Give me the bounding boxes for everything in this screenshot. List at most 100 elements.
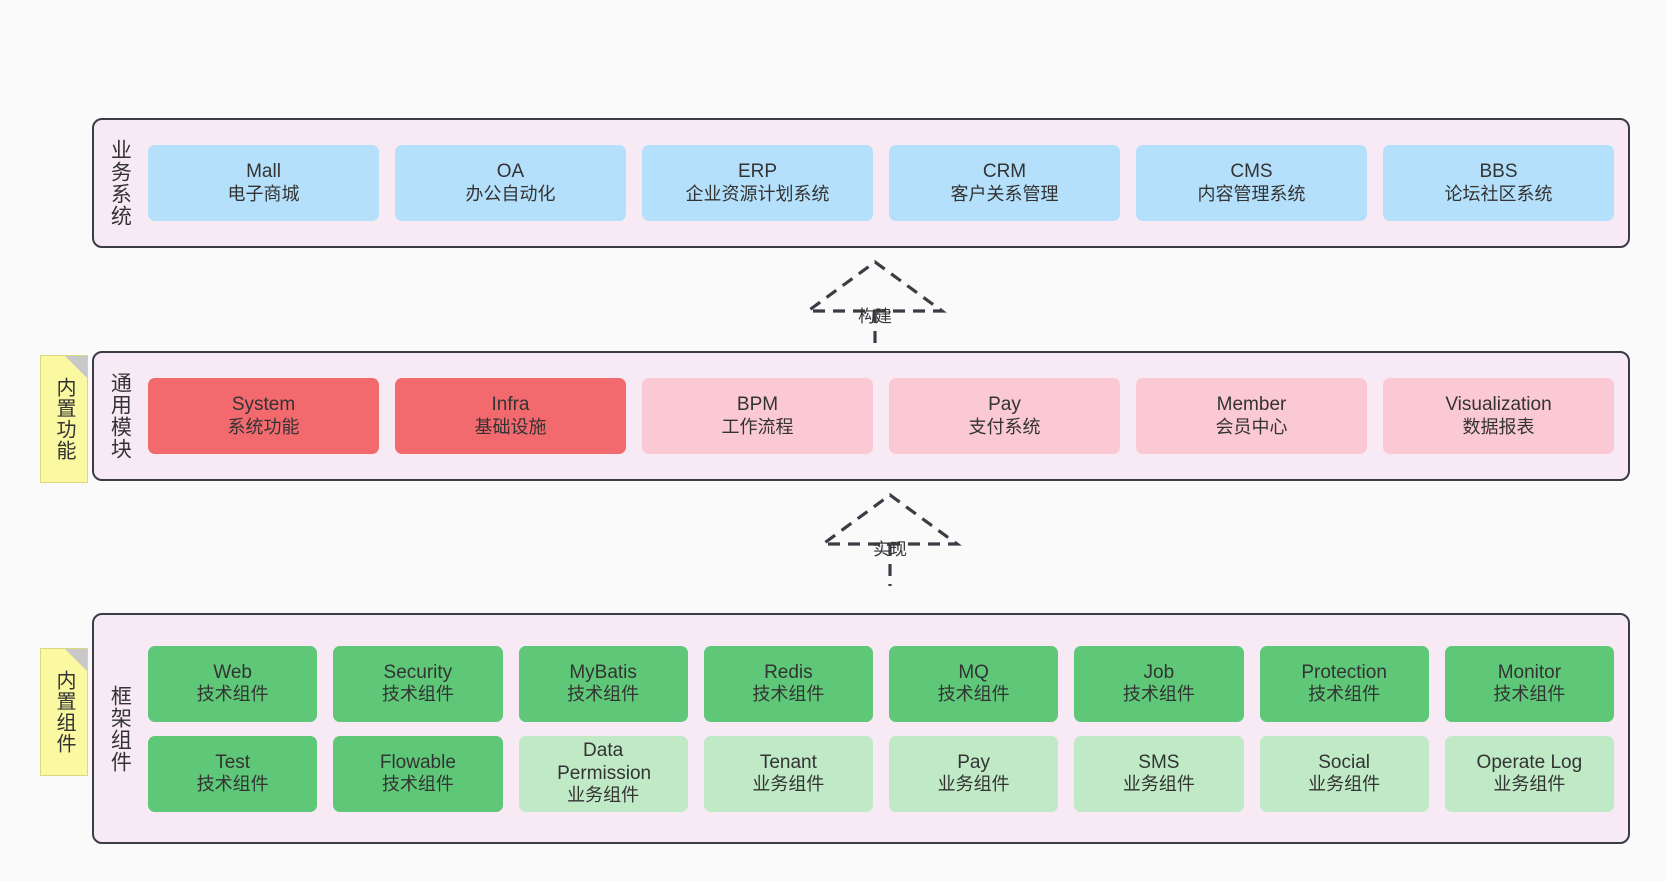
- card-subtitle: 会员中心: [1215, 416, 1288, 437]
- card-title: ERP: [737, 161, 778, 183]
- card-title: CRM: [982, 161, 1027, 183]
- card-bbs[interactable]: BBS 论坛社区系统: [1383, 145, 1614, 221]
- note-label: 内置功能: [53, 377, 75, 461]
- card-redis[interactable]: Redis 技术组件: [703, 645, 873, 722]
- card-row-business: Test 技术组件 Flowable 技术组件 Data Permission …: [148, 735, 1614, 812]
- card-subtitle: 系统功能: [227, 416, 300, 437]
- card-title: BPM: [736, 394, 779, 416]
- card-mybatis[interactable]: MyBatis 技术组件: [518, 645, 688, 722]
- layer-title-common-modules: 通用模块: [108, 372, 132, 460]
- layer-title-business-systems: 业务系统: [108, 139, 132, 227]
- card-title: Protection: [1301, 661, 1387, 683]
- card-subtitle: 业务组件: [752, 774, 825, 795]
- card-subtitle: 技术组件: [1122, 684, 1195, 705]
- card-title: Web: [213, 661, 252, 683]
- note-builtin-features: 内置功能: [40, 355, 88, 483]
- card-system[interactable]: System 系统功能: [148, 378, 379, 454]
- card-subtitle: 客户关系管理: [950, 183, 1059, 204]
- card-title: BBS: [1479, 161, 1518, 183]
- card-subtitle: 技术组件: [381, 684, 454, 705]
- layer-common-modules: 通用模块 System 系统功能 Infra 基础设施 BPM 工作流程 Pay…: [92, 351, 1630, 481]
- card-title: Mall: [246, 161, 281, 183]
- card-subtitle: 企业资源计划系统: [685, 183, 830, 204]
- card-title: Pay: [988, 394, 1021, 416]
- card-title: SMS: [1138, 751, 1180, 773]
- card-pay[interactable]: Pay 支付系统: [889, 378, 1120, 454]
- note-fold-corner-icon: [65, 649, 87, 671]
- connector-label: 构建: [858, 307, 892, 326]
- card-flowable[interactable]: Flowable 技术组件: [333, 735, 503, 812]
- card-pay-component[interactable]: Pay 业务组件: [889, 735, 1059, 812]
- card-title: Infra: [491, 394, 530, 416]
- card-title: Social: [1318, 751, 1370, 773]
- card-bpm[interactable]: BPM 工作流程: [642, 378, 873, 454]
- card-title: Operate Log: [1476, 751, 1583, 773]
- card-monitor[interactable]: Monitor 技术组件: [1444, 645, 1614, 722]
- layer-framework-components: 框架组件 Web 技术组件 Security 技术组件 MyBatis 技术组件…: [92, 613, 1630, 844]
- card-subtitle: 工作流程: [721, 416, 794, 437]
- card-row: System 系统功能 Infra 基础设施 BPM 工作流程 Pay 支付系统…: [148, 378, 1614, 454]
- card-social[interactable]: Social 业务组件: [1259, 735, 1429, 812]
- card-subtitle: 技术组件: [196, 774, 269, 795]
- card-cms[interactable]: CMS 内容管理系统: [1136, 145, 1367, 221]
- card-protection[interactable]: Protection 技术组件: [1259, 645, 1429, 722]
- note-builtin-components: 内置组件: [40, 648, 88, 776]
- card-title: Test: [215, 751, 251, 773]
- card-visualization[interactable]: Visualization 数据报表: [1383, 378, 1614, 454]
- card-subtitle: 基础设施: [474, 416, 547, 437]
- card-mall[interactable]: Mall 电子商城: [148, 145, 379, 221]
- card-subtitle: 技术组件: [196, 684, 269, 705]
- card-security[interactable]: Security 技术组件: [333, 645, 503, 722]
- card-subtitle: 数据报表: [1462, 416, 1535, 437]
- card-infra[interactable]: Infra 基础设施: [395, 378, 626, 454]
- card-job[interactable]: Job 技术组件: [1074, 645, 1244, 722]
- card-title: System: [231, 394, 296, 416]
- layer-body-common-modules: System 系统功能 Infra 基础设施 BPM 工作流程 Pay 支付系统…: [144, 353, 1628, 479]
- card-subtitle: 技术组件: [1493, 684, 1566, 705]
- card-title: Security: [383, 661, 453, 683]
- connector-label: 实现: [873, 540, 907, 559]
- card-title: Job: [1143, 661, 1175, 683]
- card-row: Mall 电子商城 OA 办公自动化 ERP 企业资源计划系统 CRM 客户关系…: [148, 145, 1614, 221]
- connector-build: 构建: [800, 258, 950, 353]
- card-subtitle: 技术组件: [1308, 684, 1381, 705]
- card-title: Redis: [764, 661, 813, 683]
- card-title: Visualization: [1445, 394, 1552, 416]
- card-crm[interactable]: CRM 客户关系管理: [889, 145, 1120, 221]
- card-title: Pay: [957, 751, 990, 773]
- card-oa[interactable]: OA 办公自动化: [395, 145, 626, 221]
- card-mq[interactable]: MQ 技术组件: [889, 645, 1059, 722]
- card-subtitle: 业务组件: [937, 774, 1010, 795]
- card-tenant[interactable]: Tenant 业务组件: [703, 735, 873, 812]
- card-operate-log[interactable]: Operate Log 业务组件: [1444, 735, 1614, 812]
- card-member[interactable]: Member 会员中心: [1136, 378, 1367, 454]
- card-test[interactable]: Test 技术组件: [148, 735, 318, 812]
- card-subtitle: 技术组件: [567, 684, 640, 705]
- card-subtitle: 技术组件: [752, 684, 825, 705]
- card-subtitle: 技术组件: [937, 684, 1010, 705]
- card-title: Member: [1216, 394, 1287, 416]
- card-title: Monitor: [1497, 661, 1562, 683]
- card-subtitle: 电子商城: [227, 183, 300, 204]
- card-subtitle: 业务组件: [1308, 774, 1381, 795]
- card-subtitle: 业务组件: [1493, 774, 1566, 795]
- layer-body-framework-components: Web 技术组件 Security 技术组件 MyBatis 技术组件 Redi…: [144, 615, 1628, 842]
- card-title: Flowable: [379, 751, 456, 773]
- card-title: CMS: [1230, 161, 1273, 183]
- card-web[interactable]: Web 技术组件: [148, 645, 318, 722]
- card-subtitle: 内容管理系统: [1197, 183, 1306, 204]
- card-subtitle: 技术组件: [381, 774, 454, 795]
- card-title: OA: [496, 161, 525, 183]
- layer-body-business-systems: Mall 电子商城 OA 办公自动化 ERP 企业资源计划系统 CRM 客户关系…: [144, 120, 1628, 246]
- card-erp[interactable]: ERP 企业资源计划系统: [642, 145, 873, 221]
- card-subtitle: 办公自动化: [465, 183, 556, 204]
- card-title: MyBatis: [569, 661, 637, 683]
- card-sms[interactable]: SMS 业务组件: [1074, 735, 1244, 812]
- card-subtitle: 业务组件: [1122, 774, 1195, 795]
- connector-implement: 实现: [815, 491, 965, 586]
- card-data-permission[interactable]: Data Permission 业务组件: [518, 735, 688, 812]
- card-subtitle: 论坛社区系统: [1444, 183, 1553, 204]
- note-fold-corner-icon: [65, 356, 87, 378]
- layer-business-systems: 业务系统 Mall 电子商城 OA 办公自动化 ERP 企业资源计划系统 CRM…: [92, 118, 1630, 248]
